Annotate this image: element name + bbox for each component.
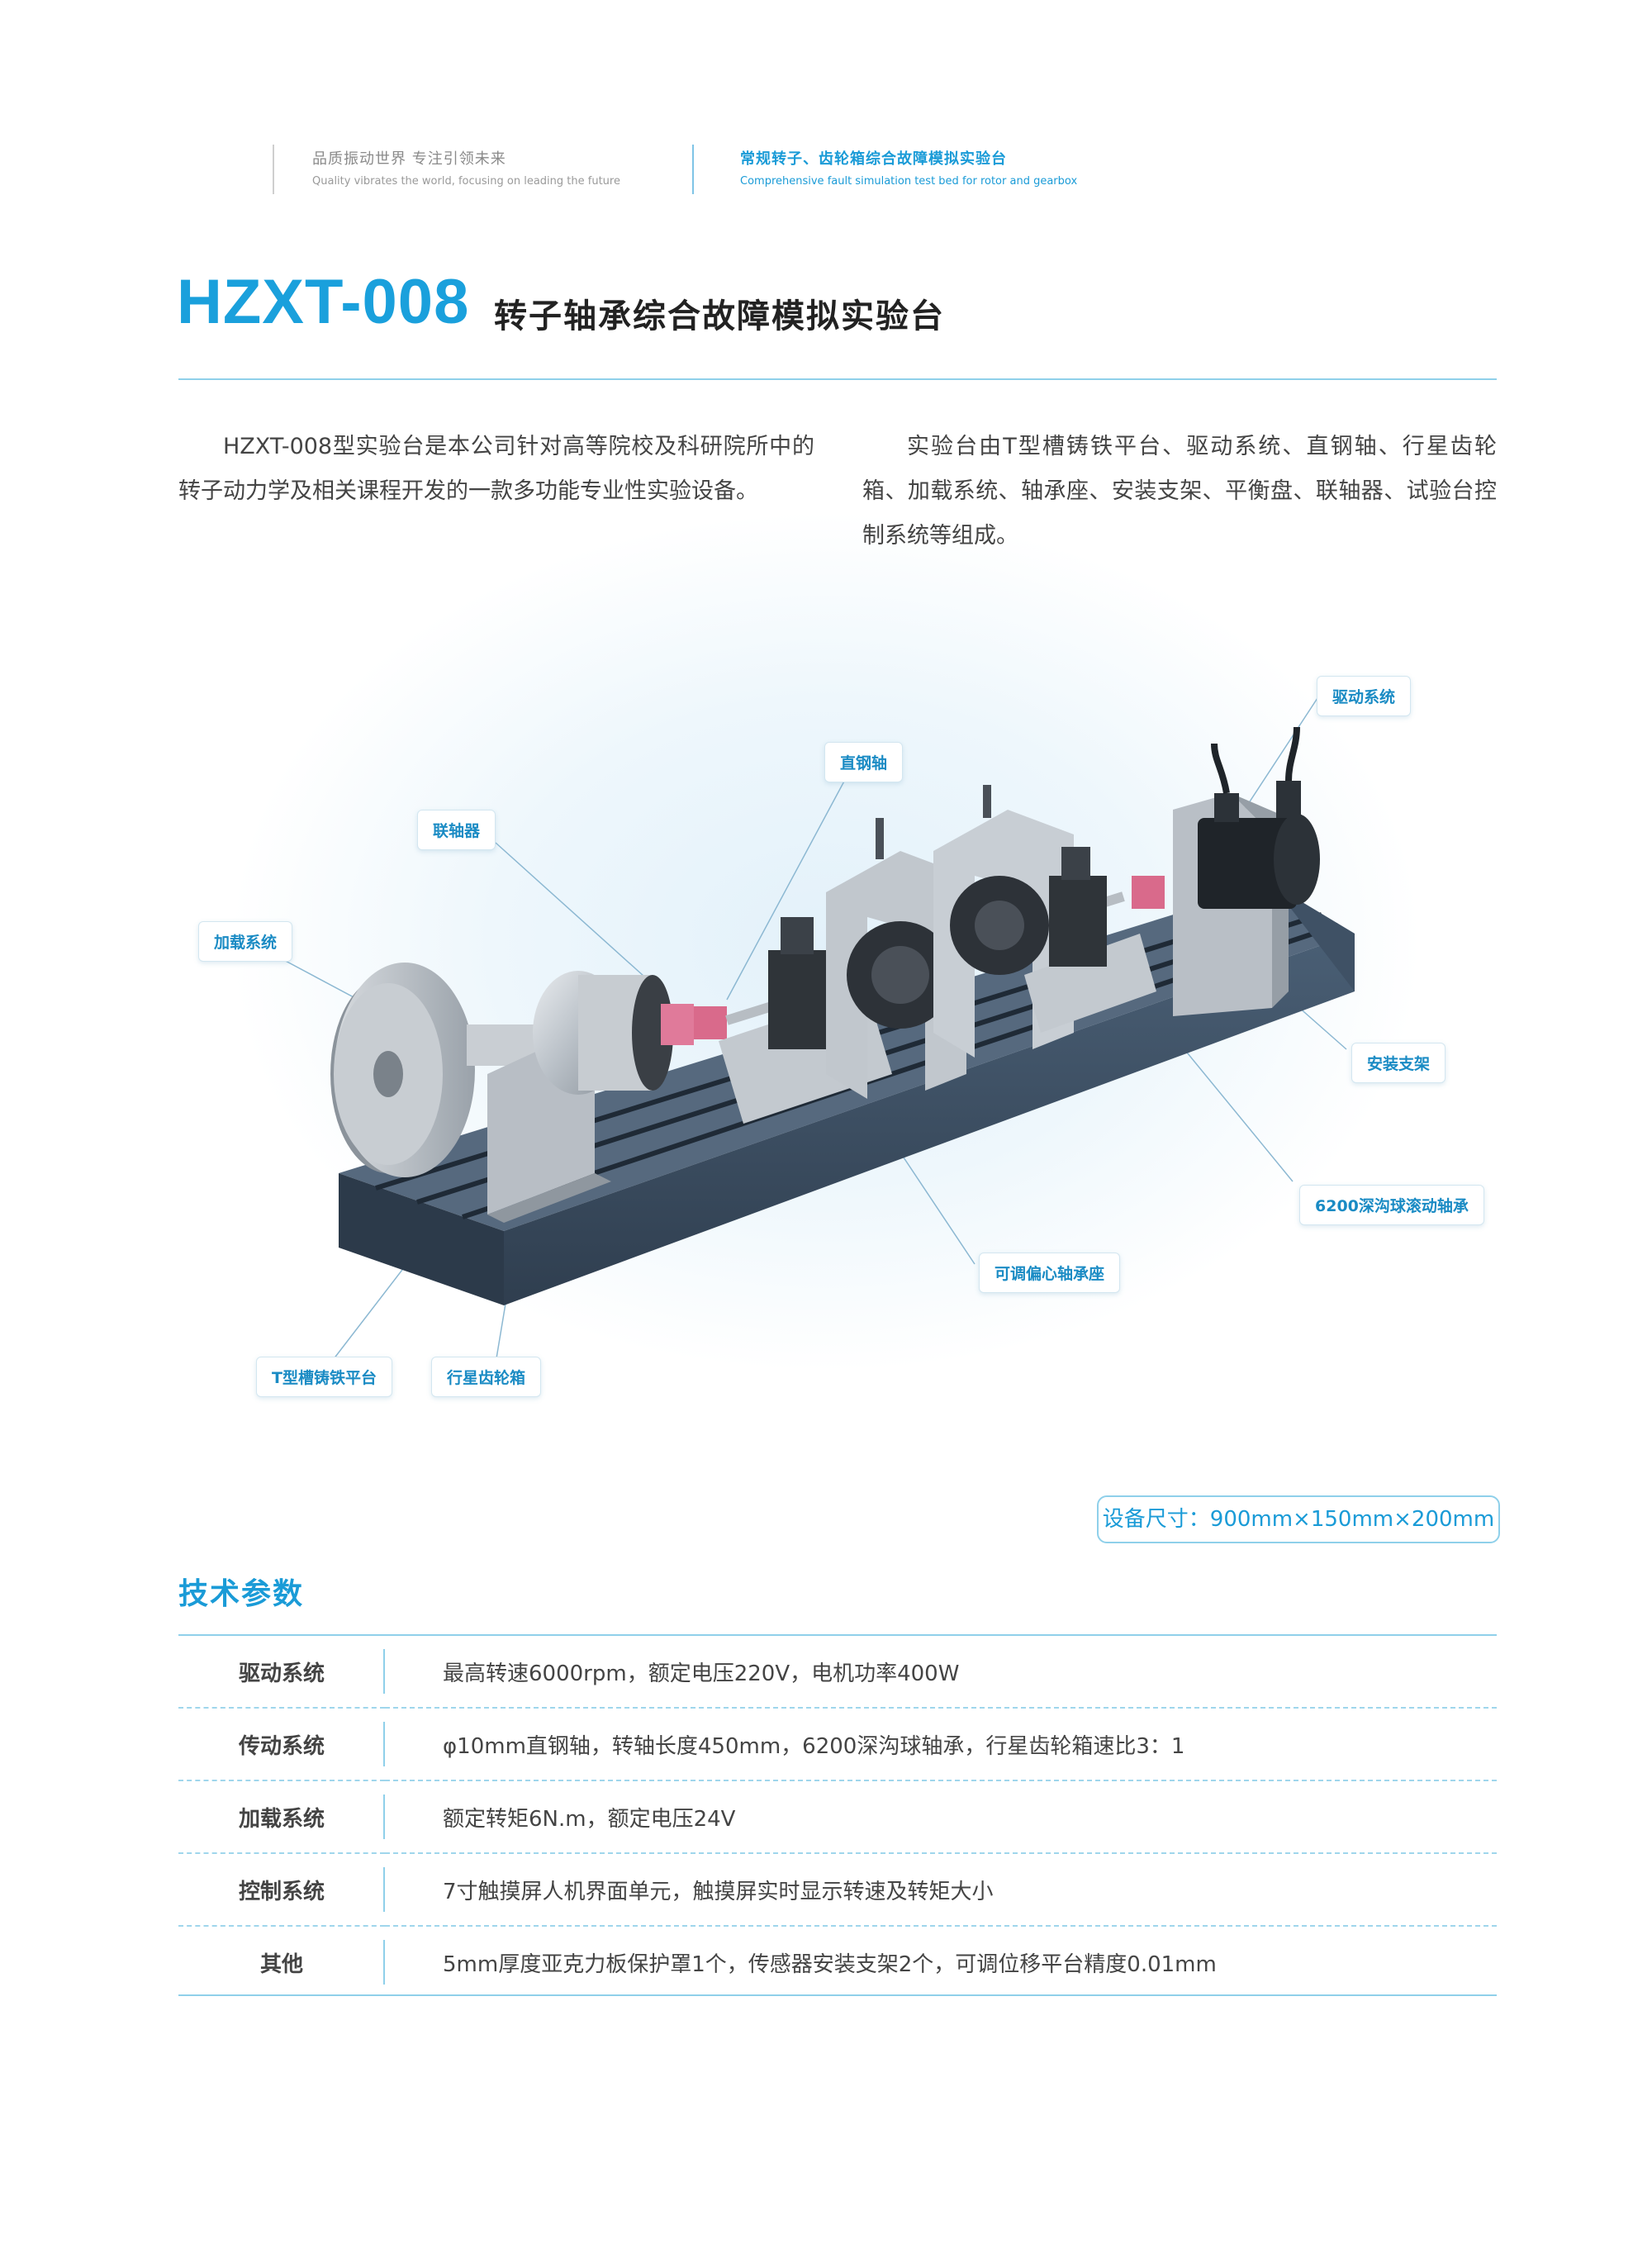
leader-drive [1238,697,1318,819]
specs-bottom-rule [178,1994,1497,1996]
callout-eccentric-seat: 可调偏心轴承座 [979,1253,1121,1293]
spec-value: 5mm厚度亚克力板保护罩1个，传感器安装支架2个，可调位移平台精度0.01mm [443,1951,1217,1977]
header-slogan-cn: 品质振动世界 专注引领未来 [312,150,506,168]
leader-shaft [726,776,847,1001]
spec-key: 传动系统 [178,1708,385,1780]
header-product-en: Comprehensive fault simulation test bed … [740,175,1078,188]
table-row: 加载系统 额定转矩6N.m，额定电压24V [178,1780,1497,1853]
model-number: HZXT-008 [177,267,470,337]
spec-value: 7寸触摸屏人机界面单元，触摸屏实时显示转速及转矩大小 [443,1879,994,1904]
table-row: 其他 5mm厚度亚克力板保护罩1个，传感器安装支架2个，可调位移平台精度0.01… [178,1926,1497,1998]
table-row: 控制系统 7寸触摸屏人机界面单元，触摸屏实时显示转速及转矩大小 [178,1853,1497,1926]
leader-coupling [495,842,662,992]
dimensions-badge: 设备尺寸：900mm×150mm×200mm [1097,1495,1500,1543]
header-product-cn: 常规转子、齿轮箱综合故障模拟实验台 [740,150,1007,168]
callout-mount-bracket: 安装支架 [1351,1043,1446,1083]
callout-ball-bearing: 6200深沟球滚动轴承 [1299,1185,1484,1225]
table-row: 传动系统 φ10mm直钢轴，转轴长度450mm，6200深沟球轴承，行星齿轮箱速… [178,1708,1497,1780]
callout-load-system: 加载系统 [198,921,293,962]
header-slogan-en: Quality vibrates the world, focusing on … [312,175,620,188]
specs-table: 驱动系统 最高转速6000rpm，额定电压220V，电机功率400W 传动系统 … [178,1636,1497,1998]
callout-drive-system: 驱动系统 [1317,676,1412,716]
callout-straight-shaft: 直钢轴 [824,742,904,782]
specs-top-rule [178,1634,1497,1636]
intro-right: 实验台由T型槽铸铁平台、驱动系统、直钢轴、行星齿轮箱、加载系统、轴承座、安装支架… [862,434,1497,549]
callout-planetary-gearbox: 行星齿轮箱 [431,1357,542,1397]
spec-value: 额定转矩6N.m，额定电压24V [443,1806,736,1832]
specs-title: 技术参数 [178,1577,305,1611]
spec-value: 最高转速6000rpm，额定电压220V，电机功率400W [443,1661,960,1686]
intro-left: HZXT-008型实验台是本公司针对高等院校及科研院所中的转子动力学及相关课程开… [178,434,814,504]
spec-key: 加载系统 [178,1780,385,1853]
test-bench-illustration [280,697,1355,1364]
leader-platform [330,1255,414,1364]
title-rule [178,378,1497,380]
header-divider-left [273,145,274,194]
spec-key: 其他 [178,1926,385,1998]
spec-key: 控制系统 [178,1853,385,1926]
table-row: 驱动系统 最高转速6000rpm，额定电压220V，电机功率400W [178,1636,1497,1708]
spec-value: φ10mm直钢轴，转轴长度450mm，6200深沟球轴承，行星齿轮箱速比3：1 [443,1733,1185,1759]
product-title: 转子轴承综合故障模拟实验台 [494,297,945,335]
callout-t-slot-platform: T型槽铸铁平台 [256,1357,392,1397]
header-divider-right [692,145,694,194]
callout-coupling: 联轴器 [417,810,496,850]
spec-key: 驱动系统 [178,1636,385,1708]
